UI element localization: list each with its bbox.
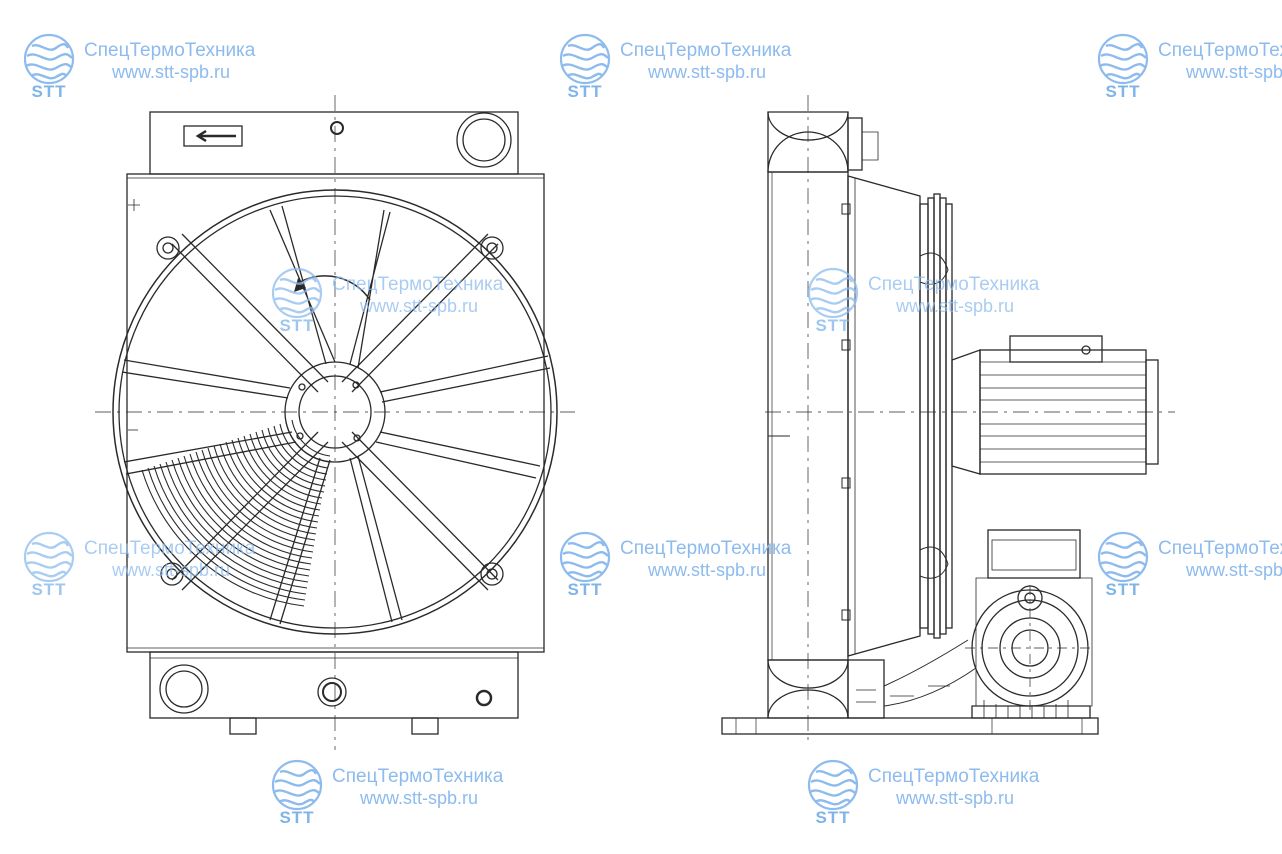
fan-guard	[112, 189, 558, 635]
base-plate	[721, 717, 1099, 735]
drain-plug	[475, 689, 493, 707]
fan-shroud	[847, 175, 921, 657]
top-plug	[330, 121, 344, 135]
front-view	[95, 95, 575, 750]
fan-hub	[284, 361, 386, 463]
shroud-bolts	[841, 203, 851, 621]
fan-blades	[121, 205, 551, 625]
flow-arrow-box	[183, 125, 243, 147]
terminal-box	[1009, 335, 1103, 363]
mount-bolt	[160, 562, 184, 586]
mount-bolt	[480, 562, 504, 586]
top-port	[456, 112, 512, 168]
guard-fins	[919, 193, 953, 639]
bottom-plug	[317, 677, 347, 707]
pump	[971, 529, 1093, 719]
mount-bolt	[156, 236, 180, 260]
motor	[951, 335, 1159, 475]
foot-left	[229, 717, 257, 735]
foot-right	[411, 717, 439, 735]
side-view	[721, 95, 1175, 740]
flow-arrow-icon	[195, 129, 236, 143]
bottom-tank	[149, 651, 519, 719]
mount-bolt	[480, 236, 504, 260]
guard-rings	[141, 419, 331, 607]
bottom-port	[159, 664, 209, 714]
suction-pipe	[883, 639, 977, 707]
